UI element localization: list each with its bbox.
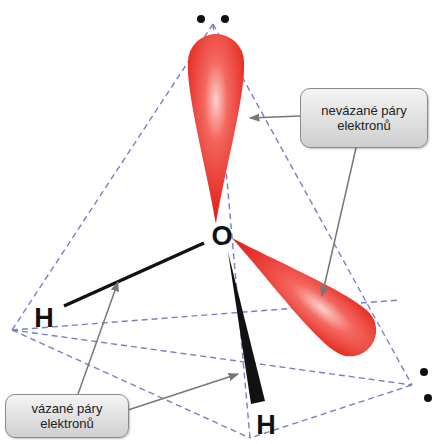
electron-dots [197,15,432,402]
leader-arrow [78,116,356,410]
callout-text: nevázané páry elektronů [309,103,419,133]
callout-box: vázané páry elektronů [5,394,129,438]
callout-box: nevázané páry elektronů [300,88,428,148]
bond-line [64,243,204,306]
atom-label: H [34,305,54,332]
lone-pair-lobe [188,34,244,224]
tetrahedron [12,24,412,438]
atom-label: H [256,412,276,439]
lone-pair-lobe [216,217,387,367]
bond-wedge [228,252,265,404]
atom-label: O [211,223,232,250]
callout-text: vázané páry elektronů [14,401,120,431]
